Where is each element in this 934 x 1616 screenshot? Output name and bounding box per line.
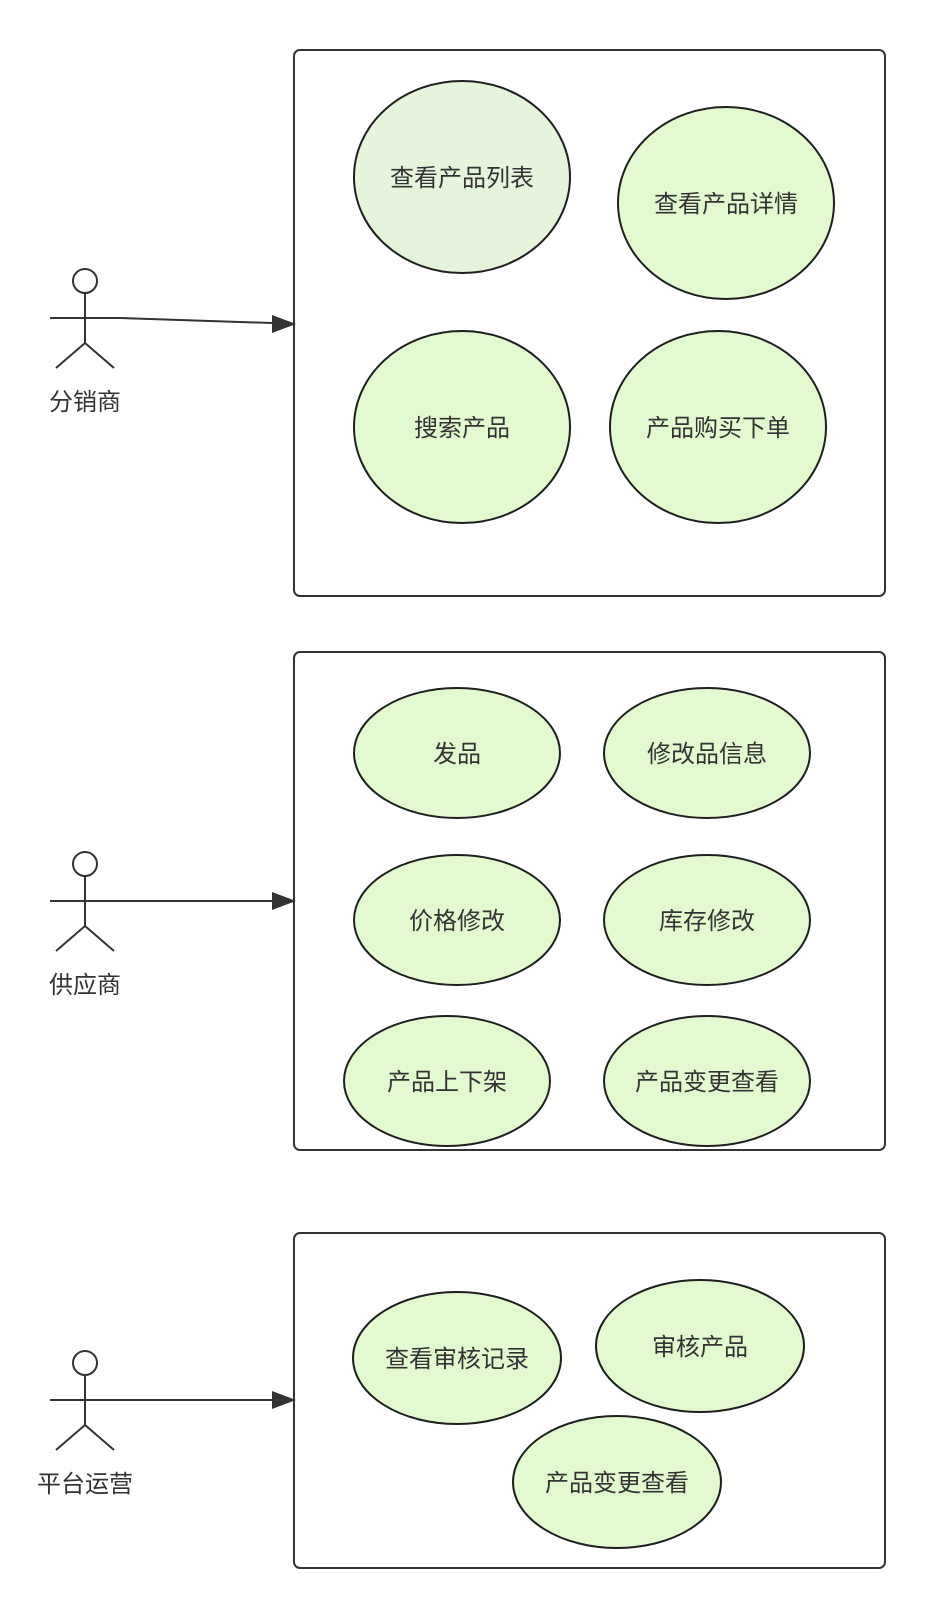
usecase-shape [512,1415,722,1549]
usecase-edit-price[interactable]: 价格修改 [353,854,561,986]
arrow-head-icon [272,315,296,333]
usecase-label: 审核产品 [652,1333,748,1361]
usecase-label: 产品变更查看 [545,1469,689,1497]
usecase-shape [352,1291,562,1425]
usecase-label: 查看产品列表 [390,164,534,192]
usecase-shape [353,80,571,274]
stick-figure-icon [50,851,120,952]
usecase-view-product-list[interactable]: 查看产品列表 [353,80,571,274]
actor-label-platform-operator: 平台运营 [37,1470,133,1498]
usecase-product-listing[interactable]: 产品上下架 [343,1015,551,1147]
association-distributor[interactable] [119,315,296,333]
actor-label-supplier: 供应商 [49,971,121,999]
arrow-head-icon [272,1391,296,1409]
usecase-shape [603,1015,811,1147]
usecase-view-audit-records[interactable]: 查看审核记录 [352,1291,562,1425]
usecase-label: 查看审核记录 [385,1345,529,1373]
association-platform-operator[interactable] [120,1391,296,1409]
usecase-label: 查看产品详情 [654,190,798,218]
usecase-label: 产品购买下单 [646,414,790,442]
usecase-shape [617,106,835,300]
actor-supplier[interactable]: 供应商 [49,851,121,999]
actor-platform-operator[interactable]: 平台运营 [37,1350,133,1498]
usecase-shape [353,854,561,986]
actor-label-distributor: 分销商 [49,388,121,416]
usecase-search-product[interactable]: 搜索产品 [353,330,571,524]
usecase-view-product-detail[interactable]: 查看产品详情 [617,106,835,300]
stick-figure-icon [50,1350,120,1451]
usecase-edit-product-info[interactable]: 修改品信息 [603,687,811,819]
usecase-label: 搜索产品 [414,414,510,442]
usecase-label: 发品 [433,740,481,768]
actor-distributor[interactable]: 分销商 [49,268,121,416]
usecase-shape [353,330,571,524]
usecase-label: 产品变更查看 [635,1068,779,1096]
usecase-label: 产品上下架 [387,1068,507,1096]
association-supplier[interactable] [120,892,296,910]
usecase-shape [595,1279,805,1413]
usecase-publish-product[interactable]: 发品 [353,687,561,819]
association-line [119,317,273,324]
usecase-view-product-changes[interactable]: 产品变更查看 [603,1015,811,1147]
usecase-shape [603,854,811,986]
usecase-label: 价格修改 [409,907,505,935]
usecase-audit-product[interactable]: 审核产品 [595,1279,805,1413]
usecase-label: 修改品信息 [647,740,767,768]
usecase-shape [603,687,811,819]
usecase-label: 库存修改 [659,907,755,935]
stick-figure-icon [50,268,120,369]
usecase-edit-stock[interactable]: 库存修改 [603,854,811,986]
usecase-purchase-order[interactable]: 产品购买下单 [609,330,827,524]
usecase-shape [609,330,827,524]
usecase-view-product-changes-platform[interactable]: 产品变更查看 [512,1415,722,1549]
arrow-head-icon [272,892,296,910]
usecase-shape [343,1015,551,1147]
usecase-shape [353,687,561,819]
